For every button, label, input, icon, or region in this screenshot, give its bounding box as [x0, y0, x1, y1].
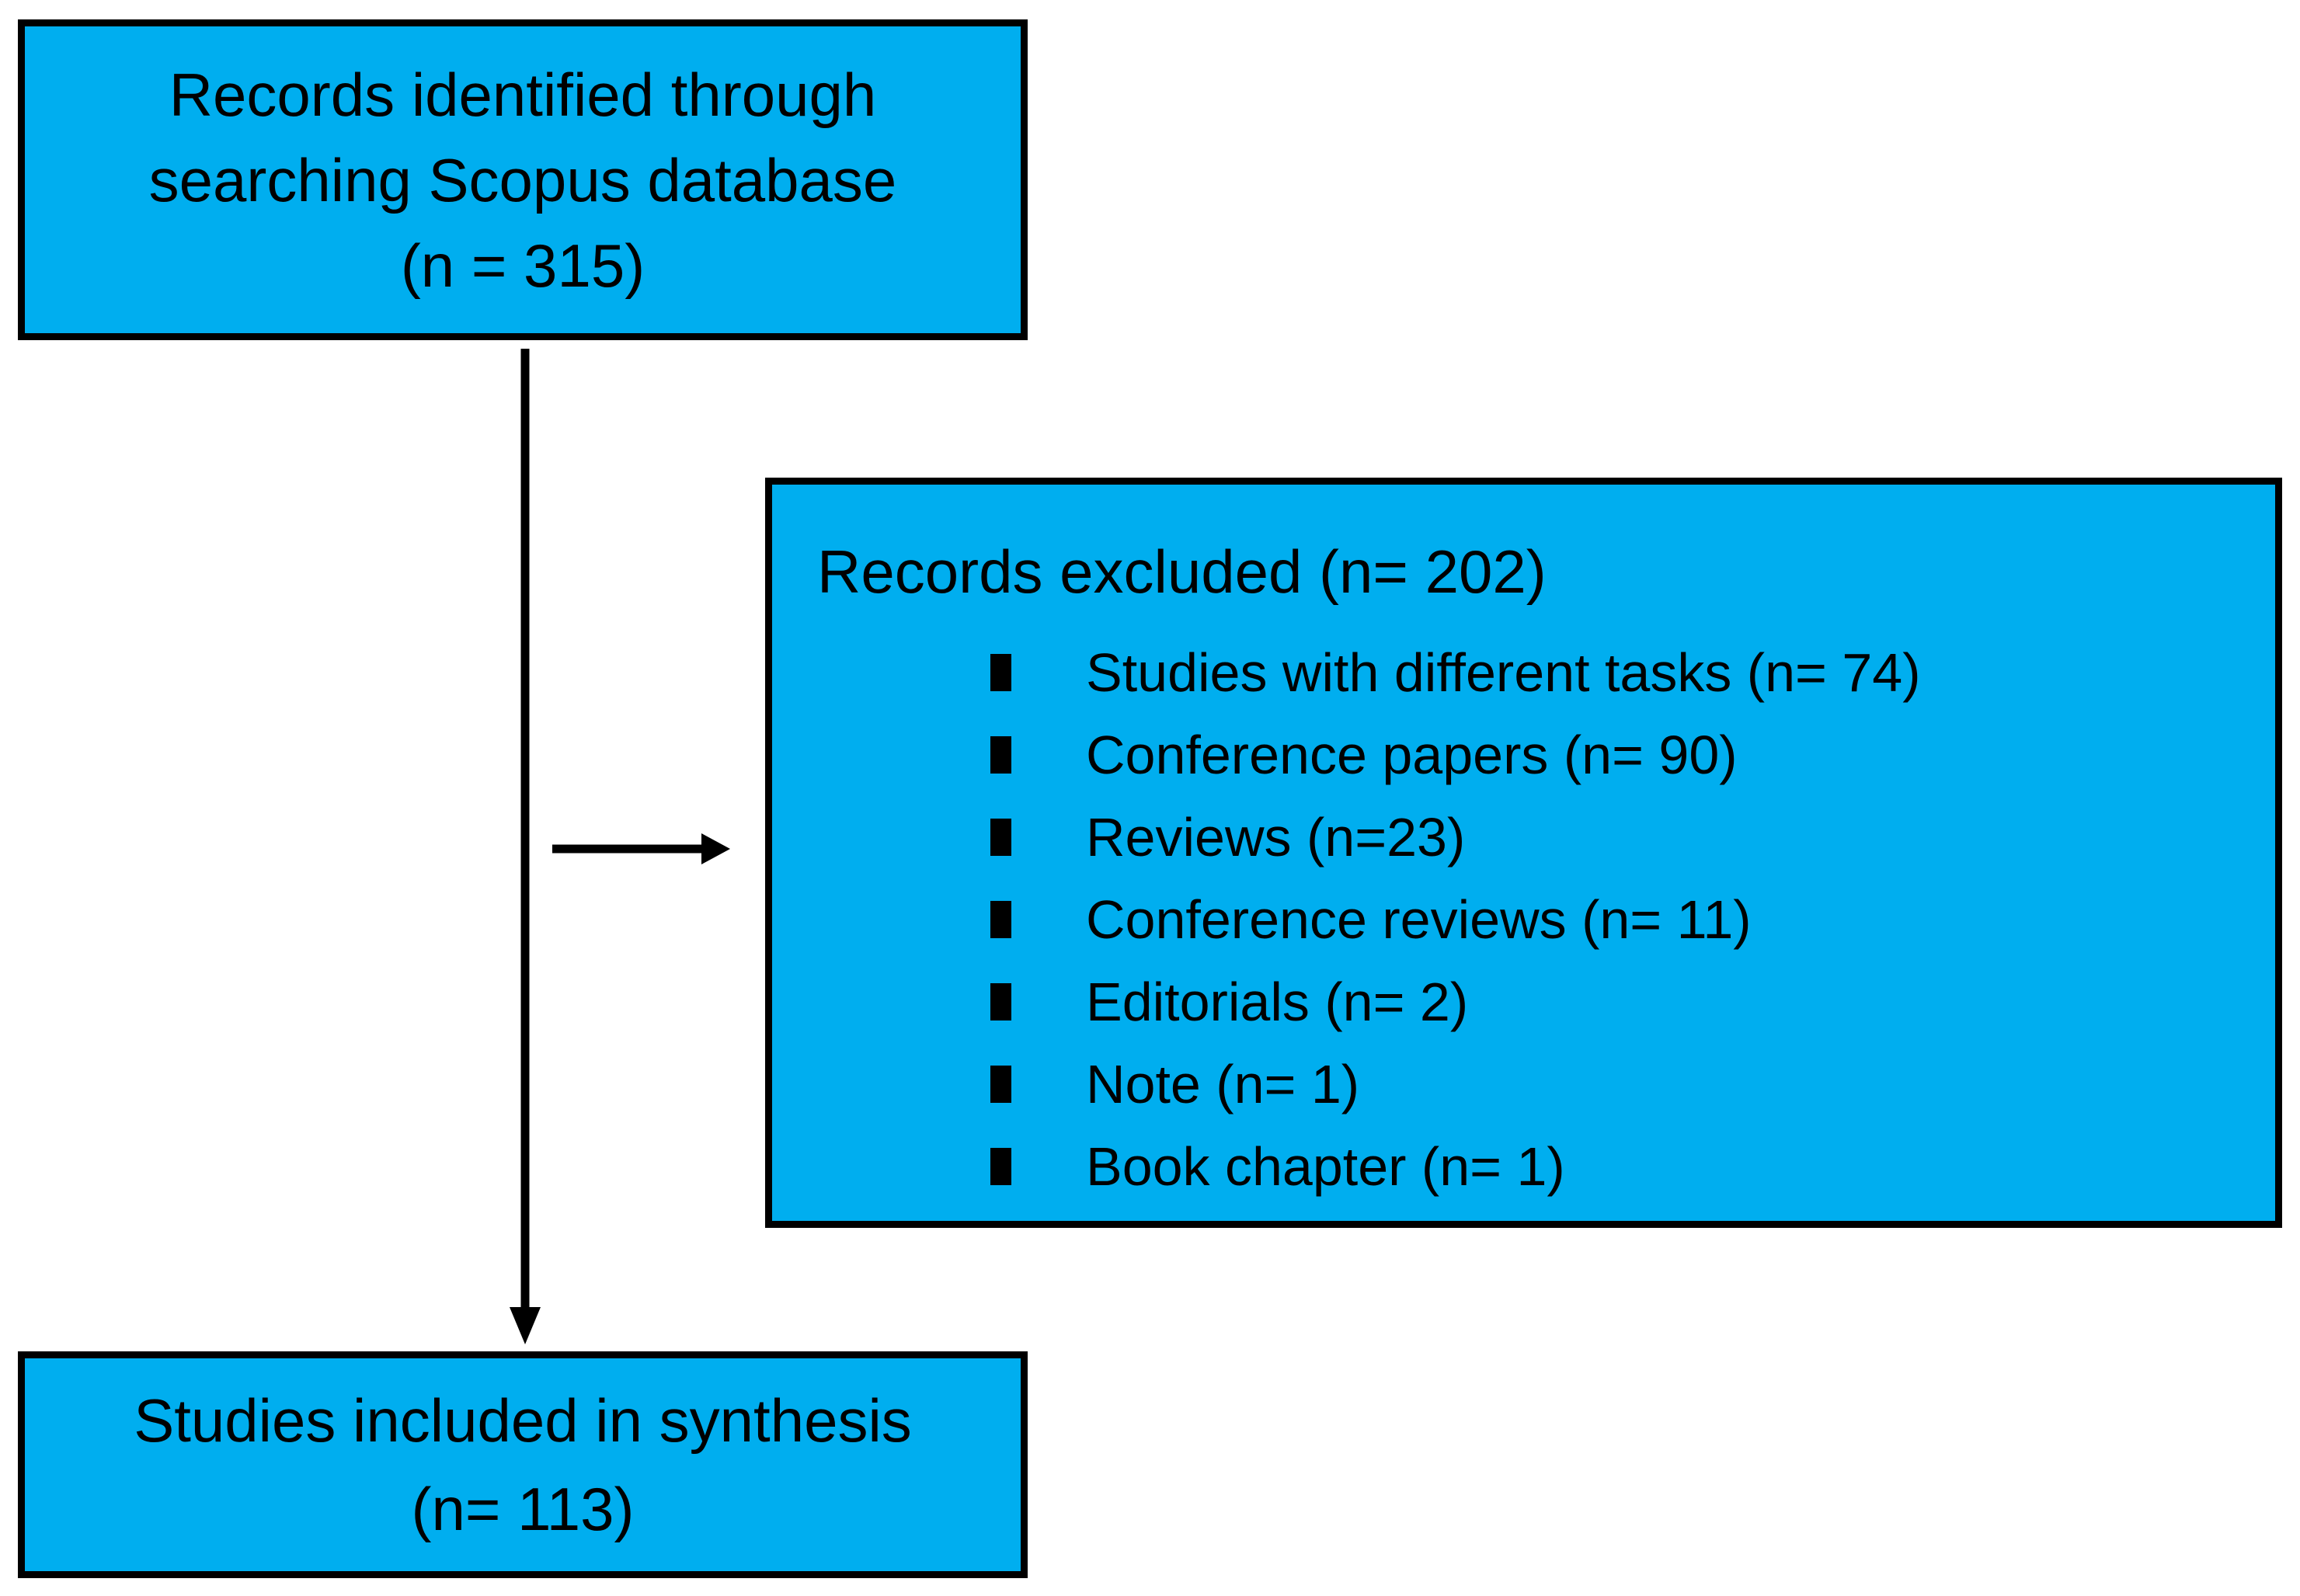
excluded-item-conference-reviews: Conference reviews (n= 11) — [990, 890, 2230, 949]
included-line-1: Studies included in synthesis — [134, 1386, 912, 1455]
excluded-item-reviews: Reviews (n=23) — [990, 808, 2230, 867]
excluded-item-label: Conference papers (n= 90) — [1086, 725, 1738, 785]
excluded-item-label: Reviews (n=23) — [1086, 807, 1466, 868]
excluded-item-label: Book chapter (n= 1) — [1086, 1136, 1565, 1197]
excluded-title: Records excluded (n= 202) — [817, 537, 1547, 606]
included-box: Studies included in synthesis (n= 113) — [18, 1351, 1028, 1578]
bullet-square-icon — [990, 983, 1011, 1021]
bullet-square-icon — [990, 819, 1011, 856]
identification-line-2: searching Scopus database — [148, 145, 897, 214]
identification-line-1: Records identified through — [169, 60, 877, 129]
excluded-item-book-chapter: Book chapter (n= 1) — [990, 1137, 2230, 1196]
bullet-square-icon — [990, 1148, 1011, 1185]
excluded-item-label: Note (n= 1) — [1086, 1054, 1360, 1114]
bullet-square-icon — [990, 1066, 1011, 1103]
bullet-square-icon — [990, 654, 1011, 691]
excluded-item-different-tasks: Studies with different tasks (n= 74) — [990, 643, 2230, 702]
excluded-item-note: Note (n= 1) — [990, 1055, 2230, 1114]
down-arrow — [510, 349, 541, 1344]
bullet-square-icon — [990, 736, 1011, 774]
excluded-item-label: Editorials (n= 2) — [1086, 972, 1469, 1032]
identification-box: Records identified through searching Sco… — [18, 19, 1028, 340]
excluded-item-conference-papers: Conference papers (n= 90) — [990, 725, 2230, 784]
excluded-item-label: Studies with different tasks (n= 74) — [1086, 642, 1921, 703]
excluded-box: Records excluded (n= 202) Studies with d… — [765, 478, 2282, 1228]
bullet-square-icon — [990, 901, 1011, 938]
excluded-item-label: Conference reviews (n= 11) — [1086, 889, 1752, 950]
identification-count: (n = 315) — [400, 231, 645, 300]
included-count: (n= 113) — [411, 1475, 635, 1543]
right-arrow — [552, 833, 730, 864]
excluded-item-editorials: Editorials (n= 2) — [990, 972, 2230, 1031]
